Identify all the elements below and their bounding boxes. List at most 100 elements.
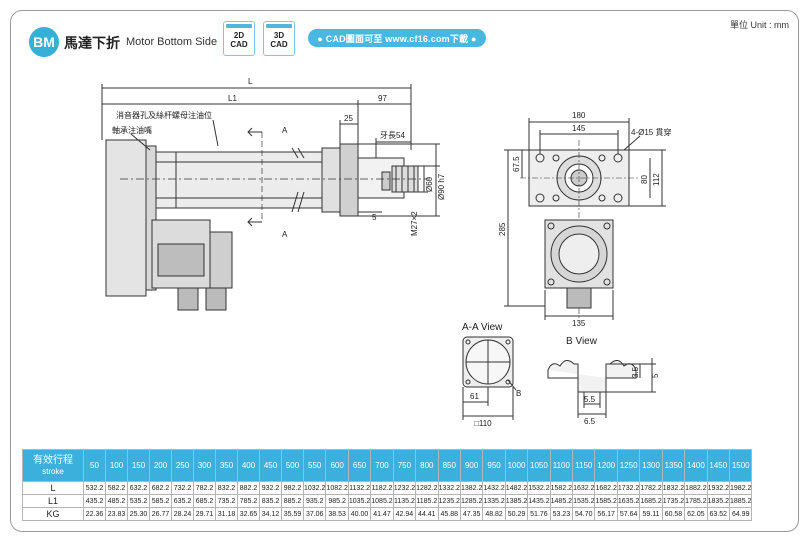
table-cell: 685.2 <box>193 494 216 508</box>
table-cell: 37.06 <box>302 507 327 521</box>
cad-2d-button[interactable]: 2D CAD <box>223 21 255 56</box>
table-cell: 26.77 <box>149 507 172 521</box>
table-cell: 982.2 <box>281 481 304 495</box>
table-cell: 38.53 <box>325 507 349 521</box>
stroke-column-header: 700 <box>370 449 394 482</box>
page-title: 馬達下折 <box>64 35 120 51</box>
stroke-column-header: 50 <box>83 449 106 482</box>
table-cell: 1532.2 <box>527 481 551 495</box>
stroke-column-header: 1450 <box>706 449 731 482</box>
stroke-column-header: 500 <box>281 449 304 482</box>
table-cell: 1635.2 <box>616 494 641 508</box>
stroke-header-en: stroke <box>42 466 64 476</box>
dim-teeth: 牙長54 <box>380 131 405 140</box>
end-block <box>105 139 147 297</box>
stroke-column-header: 1000 <box>504 449 529 482</box>
cad-2d-icon <box>226 24 252 28</box>
stroke-column-header: 300 <box>193 449 216 482</box>
table-cell: 45.88 <box>437 507 461 521</box>
dim-180: 180 <box>572 111 586 120</box>
dim-67-5: 67.5 <box>512 156 521 172</box>
table-cell: 1285.2 <box>459 494 484 508</box>
section-mark-a-top: A <box>282 126 288 135</box>
table-cell: 885.2 <box>281 494 304 508</box>
page-frame <box>10 10 799 532</box>
table-cell: 1832.2 <box>661 481 686 495</box>
stroke-column-header: 950 <box>482 449 506 482</box>
cad-download-link[interactable]: ● CAD圖面可至 www.cf16.com下載 ● <box>308 29 486 47</box>
dim-61: 61 <box>470 392 479 401</box>
table-cell: 1732.2 <box>616 481 641 495</box>
table-cell: 50.29 <box>504 507 529 521</box>
row-label: L1 <box>22 494 84 508</box>
note-bearing: 軸承注油嘴 <box>112 125 152 135</box>
stroke-column-header: 1300 <box>639 449 663 482</box>
table-cell: 782.2 <box>193 481 216 495</box>
table-cell: 1182.2 <box>370 481 394 495</box>
table-cell: 882.2 <box>237 481 260 495</box>
stroke-column-header: 550 <box>302 449 327 482</box>
table-cell: 585.2 <box>149 494 172 508</box>
cad-2d-word: CAD <box>230 40 248 49</box>
table-cell: 1785.2 <box>684 494 708 508</box>
table-cell: 1982.2 <box>729 481 753 495</box>
table-cell: 25.30 <box>127 507 150 521</box>
stroke-column-header: 1500 <box>729 449 753 482</box>
dim-holes: 4-Ø15 貫穿 <box>631 127 671 137</box>
table-cell: 1135.2 <box>392 494 417 508</box>
table-cell: 582.2 <box>105 481 128 495</box>
cad-3d-icon <box>266 24 292 28</box>
cad-3d-button[interactable]: 3D CAD <box>263 21 295 56</box>
aa-view-title: A-A View <box>462 322 503 333</box>
table-cell: 57.64 <box>616 507 641 521</box>
table-cell: 682.2 <box>149 481 172 495</box>
b-view-title: B View <box>566 336 598 347</box>
table-cell: 1885.2 <box>729 494 753 508</box>
table-cell: 535.2 <box>127 494 150 508</box>
table-cell: 51.76 <box>527 507 551 521</box>
dim-d90: Ø90 h7 <box>437 173 446 200</box>
table-cell: 62.05 <box>684 507 708 521</box>
table-cell: 64.99 <box>729 507 753 521</box>
technical-drawing: L L1 97 25 牙長54 5 M27×2 Ø60 Ø90 h7 消音器孔及… <box>101 77 671 428</box>
note-grease: 消音器孔及絲杆螺母注油位 <box>116 110 212 120</box>
stroke-column-header: 1050 <box>527 449 551 482</box>
table-cell: 485.2 <box>105 494 128 508</box>
table-cell: 1882.2 <box>684 481 708 495</box>
section-mark-a-bottom: A <box>282 230 288 239</box>
table-cell: 60.58 <box>661 507 686 521</box>
table-cell: 41.47 <box>370 507 394 521</box>
table-cell: 932.2 <box>259 481 282 495</box>
dim-285: 285 <box>498 222 507 236</box>
cylinder-body <box>155 151 323 209</box>
row-label: L <box>22 481 84 495</box>
table-cell: 1085.2 <box>370 494 394 508</box>
table-cell: 34.12 <box>259 507 282 521</box>
dim-m27: M27×2 <box>410 211 419 236</box>
b-view-profile <box>547 360 637 393</box>
dim-5: 5 <box>372 213 377 222</box>
stroke-column-header: 650 <box>347 449 372 482</box>
table-cell: 42.94 <box>392 507 417 521</box>
table-cell: 1535.2 <box>572 494 596 508</box>
table-cell: 1235.2 <box>437 494 461 508</box>
table-cell: 54.70 <box>572 507 596 521</box>
table-cell: 1282.2 <box>415 481 439 495</box>
table-cell: 785.2 <box>237 494 260 508</box>
cad-3d-label: 3D <box>273 31 285 40</box>
table-cell: 732.2 <box>171 481 194 495</box>
table-cell: 1435.2 <box>527 494 551 508</box>
table-cell: 40.00 <box>347 507 372 521</box>
table-cell: 935.2 <box>302 494 327 508</box>
table-cell: 23.83 <box>105 507 128 521</box>
stroke-header-zh: 有效行程 <box>33 454 73 466</box>
table-cell: 1185.2 <box>415 494 439 508</box>
table-cell: 29.71 <box>193 507 216 521</box>
table-cell: 1482.2 <box>504 481 529 495</box>
dim-80: 80 <box>640 175 649 184</box>
dim-3-5: 3.5 <box>631 366 640 378</box>
table-cell: 63.52 <box>706 507 731 521</box>
table-cell: 31.18 <box>215 507 238 521</box>
stroke-column-header: 1100 <box>549 449 574 482</box>
